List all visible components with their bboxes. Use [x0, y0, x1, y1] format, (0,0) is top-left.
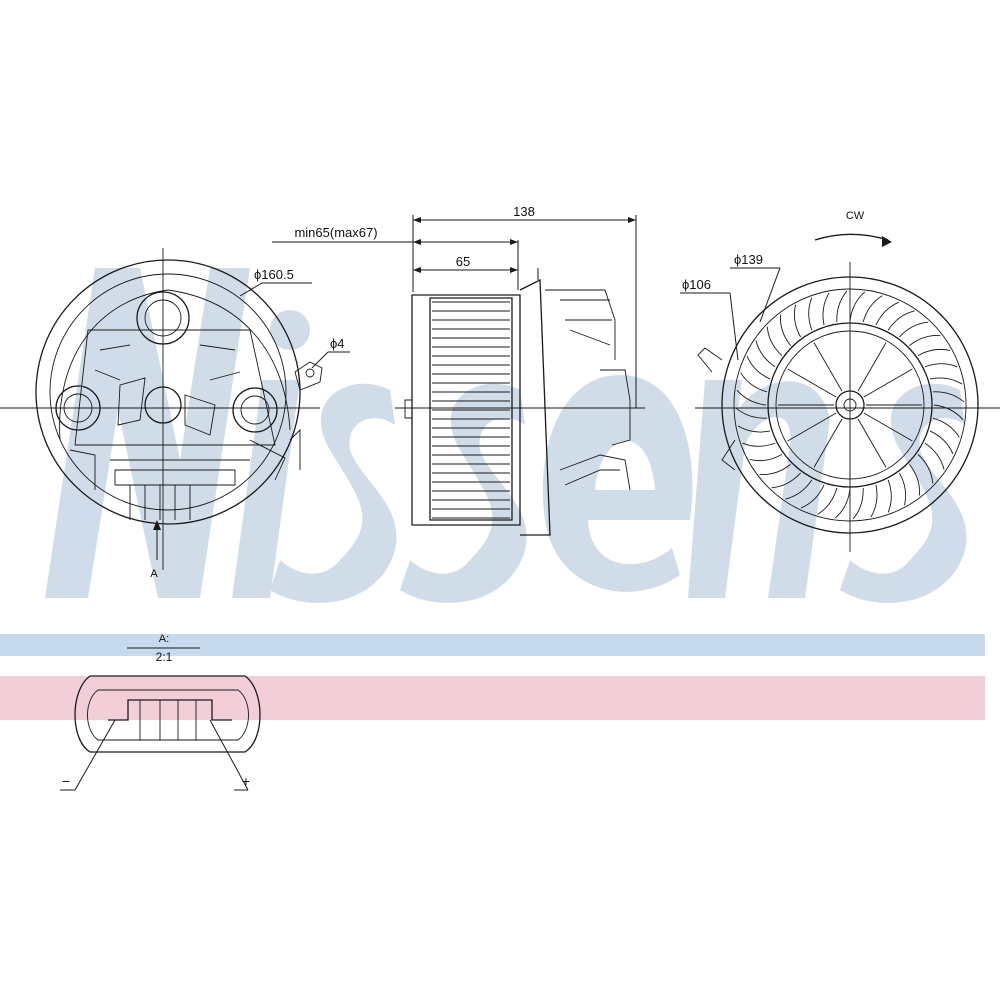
fan-blade — [870, 484, 878, 518]
fan-blade — [793, 304, 802, 338]
fan-blade — [740, 372, 768, 393]
fan-blade — [817, 487, 838, 515]
fan-blade — [932, 391, 965, 403]
fan-blade — [924, 363, 958, 368]
dim-overall-length: 138 — [513, 204, 535, 219]
fan-blade — [899, 321, 929, 338]
fan-blade — [852, 487, 864, 520]
fan-blade — [875, 301, 900, 326]
connector-header-top: A: — [159, 633, 169, 645]
fan-blade — [822, 292, 830, 326]
fan-blade — [735, 407, 768, 419]
fan-blade — [933, 404, 964, 421]
fan-blade — [929, 430, 954, 455]
fan-blade — [917, 348, 951, 357]
side-view — [272, 215, 645, 536]
fan-blade — [836, 290, 848, 323]
fan-blade — [929, 377, 963, 385]
dim-hole-diameter: ϕ4 — [330, 336, 345, 351]
fan-blade — [849, 291, 866, 322]
hub-spoke — [813, 342, 843, 392]
fan-blade — [785, 479, 813, 500]
positive-terminal-label: + — [242, 773, 250, 789]
dim-flange-diameter: ϕ160.5 — [254, 267, 294, 282]
fan-blade — [887, 310, 915, 331]
fan-blade — [766, 326, 783, 356]
front-view-flange — [0, 248, 350, 570]
fan-blade — [736, 389, 767, 406]
hub-spoke — [787, 368, 837, 398]
dim-mount-depth: min65(max67) — [294, 225, 377, 240]
rotation-label: CW — [846, 210, 865, 222]
fan-blade — [779, 314, 791, 346]
fan-blade — [759, 464, 791, 476]
hub-spoke — [857, 418, 887, 468]
dim-outer-diameter: ϕ139 — [734, 252, 763, 267]
connector-detail — [60, 647, 261, 791]
hub-spoke — [863, 412, 913, 442]
fan-blade — [749, 453, 783, 462]
blue-band — [0, 634, 985, 656]
rear-view-fan — [680, 233, 1000, 552]
hub-spoke — [787, 412, 837, 442]
fan-blade — [742, 442, 776, 447]
fan-blade — [887, 479, 892, 513]
fan-blade — [834, 488, 851, 519]
dim-fan-depth: 65 — [456, 254, 470, 269]
fan-blade — [771, 472, 801, 489]
pink-band — [0, 676, 985, 720]
fan-blade — [808, 297, 813, 331]
fan-blade — [909, 334, 941, 346]
brand-watermark — [45, 268, 967, 603]
fan-blade — [898, 472, 907, 506]
fan-blade — [737, 425, 771, 433]
hub-spoke — [857, 342, 887, 392]
fan-blades — [432, 290, 965, 520]
negative-terminal-label: − — [62, 773, 70, 789]
connector-header-bottom: 2:1 — [156, 650, 173, 664]
section-marker: A — [150, 568, 158, 580]
fan-blade — [924, 442, 945, 470]
fan-blade — [746, 355, 771, 380]
hub-spoke — [813, 418, 843, 468]
fan-blade — [800, 484, 825, 509]
fan-blade — [862, 295, 883, 323]
hub-spoke — [863, 368, 913, 398]
fan-blade — [932, 417, 960, 438]
fan-blade — [755, 340, 776, 368]
fan-blade — [917, 454, 934, 484]
fan-blade — [909, 464, 921, 496]
dim-inner-diameter: ϕ106 — [682, 277, 711, 292]
